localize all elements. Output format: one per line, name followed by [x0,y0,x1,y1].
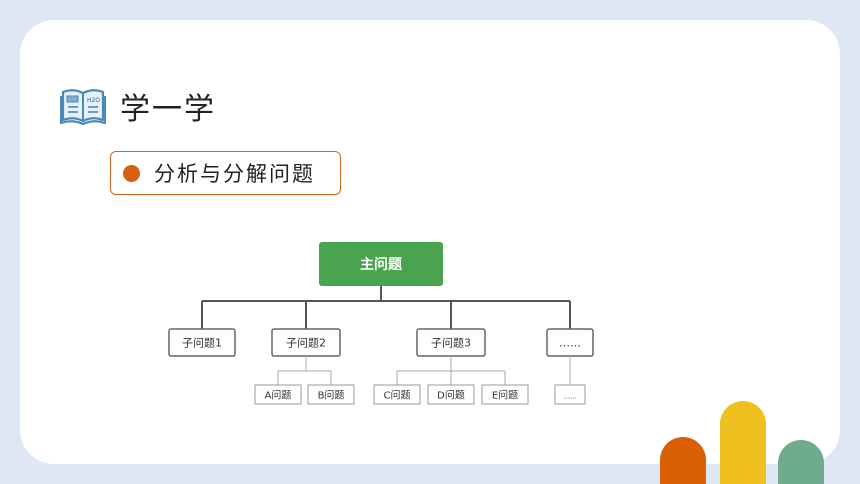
book-icon-label: H2O [87,97,100,104]
child-node-label: …… [559,337,581,350]
grandchild-node [554,384,586,405]
child-node-label: 子问题3 [431,337,471,350]
grandchild-node [307,384,355,405]
root-node [319,242,443,286]
grandchild-node [254,384,302,405]
child-node-label: 子问题2 [286,337,326,350]
grandchild-node [373,384,421,405]
bullet-dot [123,164,140,182]
section-title: 学一学 [120,92,216,127]
child-node-label: 子问题1 [182,337,222,350]
grandchild-node-label: …… [563,393,577,401]
child-node [168,328,236,357]
root-node-label: 主问题 [360,256,403,273]
grandchild-node-label: E问题 [492,389,518,402]
grandchild-node-label: D问题 [437,389,465,402]
section-header: H2O 学一学 [60,84,216,128]
grandchild-node-label: A问题 [265,389,292,402]
grandchild-node [427,384,475,405]
subtitle-box: 分析与分解问题 [110,151,341,195]
grandchild-node [481,384,529,405]
grandchild-node-label: B问题 [318,389,345,402]
grandchild-node-label: C问题 [384,389,411,402]
subtitle-text: 分析与分解问题 [154,162,315,186]
open-book-icon: H2O [60,89,106,126]
